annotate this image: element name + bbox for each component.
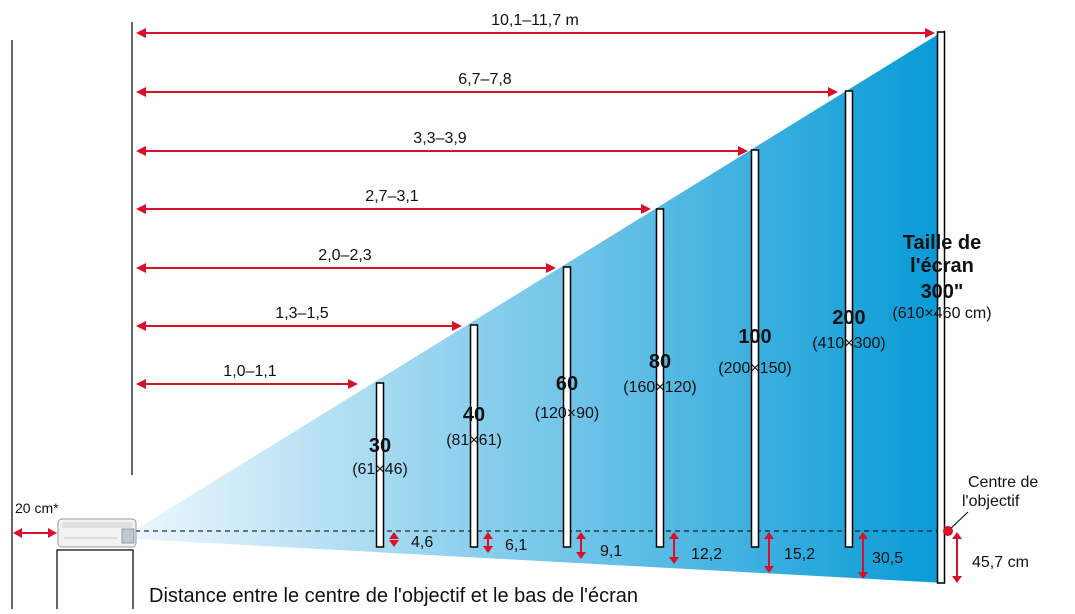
offset-label: 30,5 [872,550,903,567]
distance-arrow-3 [136,263,556,273]
screen-dimensions-label: (610×460 cm) [892,305,991,322]
screen-dimensions-label: (81×61) [446,432,502,449]
screen-60 [562,266,572,548]
screen-30 [375,382,385,548]
screen-dimensions-label: (160×120) [623,379,696,396]
distance-label: 6,7–7,8 [458,71,511,88]
screen-size-label: 80 [649,351,671,373]
distance-arrow-5 [136,146,748,156]
offset-label: 4,6 [411,534,433,551]
projector-table [56,549,134,613]
lens-label-line1: Centre de [968,474,1038,491]
offset-arrow-1 [389,532,399,547]
lens-label-line2: l'objectif [962,493,1020,510]
arrowhead-left [136,263,146,273]
screen-40 [469,324,479,548]
distance-label: 1,3–1,5 [275,305,328,322]
screen-dimensions-label: (61×46) [352,461,408,478]
clearance-arrow [13,528,57,538]
arrowhead-left [136,321,146,331]
arrowhead-right [452,321,462,331]
screen-200 [844,90,854,548]
screen-size-title-line3: 300" [921,281,964,303]
arrowhead-left [136,204,146,214]
screen-size-label: 200 [832,307,865,329]
distance-arrow-2 [136,321,462,331]
offset-arrow-2 [483,532,493,553]
distance-arrows: 1,0–1,1 1,3–1,5 2,0–2,3 2,7–3,1 3,3–3,9 6,7–7… [136,12,935,389]
screen-size-label: 40 [463,404,485,426]
distance-arrow-6 [136,87,838,97]
offset-caption: Distance entre le centre de l'objectif e… [149,585,638,607]
screen-size-title-line2: l'écran [910,255,974,277]
arrowhead-right [738,146,748,156]
distance-label: 1,0–1,1 [223,363,276,380]
screen-size-label: 60 [556,373,578,395]
distance-arrow-4 [136,204,651,214]
arrowhead-right [641,204,651,214]
projection-beam [135,30,945,583]
offset-label: 9,1 [600,543,622,560]
offset-label: 6,1 [505,537,527,554]
screen-size-label: 30 [369,435,391,457]
arrowhead-right [348,379,358,389]
screen-100 [750,149,760,548]
screen-dimensions-label: (410×300) [812,335,885,352]
distance-label: 2,0–2,3 [318,247,371,264]
offset-label: 12,2 [691,546,722,563]
offset-label: 15,2 [784,546,815,563]
arrowhead-left [136,28,146,38]
arrowhead-right [925,28,935,38]
screen-dimensions-label: (120×90) [535,405,600,422]
offset-arrow-7 [952,532,962,583]
offset-label: 45,7 cm [972,554,1029,571]
screens: 30 (61×46) 40 (81×61) 60 (120×90) 80 (160×120) 1… [352,31,992,584]
distance-label: 2,7–3,1 [365,188,418,205]
projector-icon [57,518,137,548]
arrowhead-left [136,379,146,389]
offset-arrow-3 [576,532,586,559]
screen-size-label: 100 [738,326,771,348]
screen-300 [936,31,946,584]
offset-arrows: 4,6 6,1 9,1 12,2 15,2 30,5 45,7 cm [389,532,1029,583]
arrowhead-left [136,146,146,156]
lens-center-dot [943,526,953,536]
arrowhead-left [136,87,146,97]
distance-arrow-1 [136,379,358,389]
screen-80 [655,208,665,548]
offset-arrow-6 [858,532,868,579]
clearance-label: 20 cm* [15,500,59,516]
distance-arrow-7 [136,28,935,38]
distance-label: 10,1–11,7 m [491,12,579,29]
distance-label: 3,3–3,9 [413,130,466,147]
screen-dimensions-label: (200×150) [718,360,791,377]
screen-size-title-line1: Taille de [903,232,982,254]
arrowhead-right [546,263,556,273]
arrowhead-right [828,87,838,97]
offset-arrow-5 [764,532,774,573]
offset-arrow-4 [669,532,679,564]
